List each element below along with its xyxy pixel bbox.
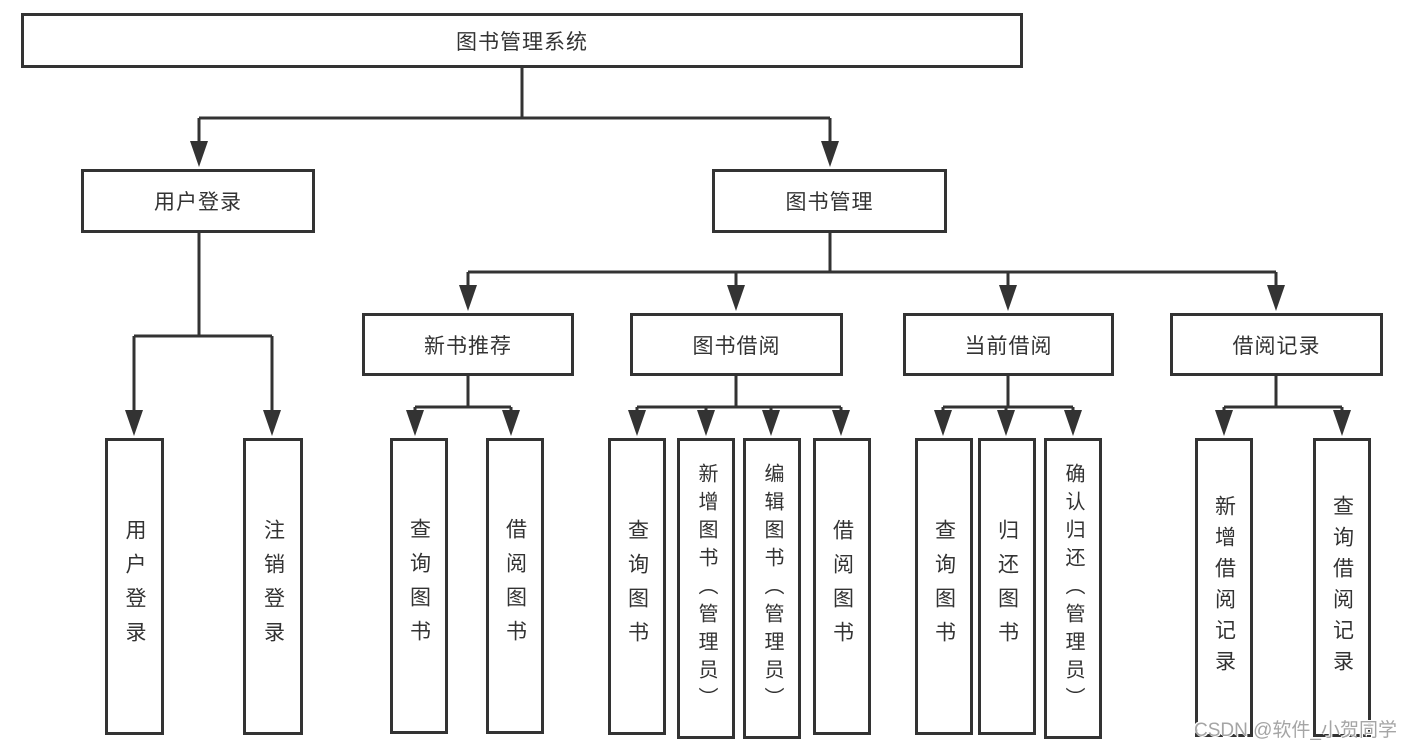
- node-label: 图书管理系统: [456, 30, 588, 54]
- leaf-query-books: 查询图书: [390, 438, 448, 734]
- leaf-return-books: 归还图书: [978, 438, 1036, 735]
- leaf-label: 归还图书: [995, 518, 1019, 655]
- node-current-borrow: 当前借阅: [903, 313, 1114, 376]
- leaf-borrow-books: 借阅图书: [486, 438, 544, 734]
- node-label: 新书推荐: [424, 334, 512, 358]
- leaf-label: 编辑图书（管理员）: [761, 462, 783, 715]
- leaf-label: 用户登录: [123, 518, 146, 655]
- leaf-query-borrow-record: 查询借阅记录: [1313, 438, 1371, 737]
- node-label: 当前借阅: [964, 334, 1053, 358]
- leaf-user-login: 用户登录: [105, 438, 164, 735]
- leaf-query-books: 查询图书: [915, 438, 973, 735]
- leaf-label: 查询图书: [625, 518, 649, 655]
- node-book-management: 图书管理: [712, 169, 947, 233]
- leaf-label: 借阅图书: [830, 518, 854, 655]
- leaf-label: 新增图书（管理员）: [695, 462, 717, 715]
- node-label: 图书管理: [785, 191, 874, 214]
- node-book-borrow: 图书借阅: [630, 313, 843, 376]
- node-user-login: 用户登录: [81, 169, 315, 233]
- csdn-watermark: CSDN @软件_小贺同学: [1194, 720, 1397, 741]
- leaf-label: 查询图书: [407, 518, 431, 654]
- node-library-management-system: 图书管理系统: [21, 13, 1023, 68]
- leaf-label: 新增借阅记录: [1212, 494, 1236, 681]
- leaf-edit-books-admin: 编辑图书（管理员）: [743, 438, 801, 739]
- node-label: 借阅记录: [1232, 334, 1321, 358]
- leaf-label: 借阅图书: [503, 518, 527, 654]
- leaf-confirm-return-admin: 确认归还（管理员）: [1044, 438, 1102, 739]
- leaf-add-books-admin: 新增图书（管理员）: [677, 438, 735, 739]
- leaf-label: 注销登录: [261, 518, 285, 655]
- leaf-label: 查询图书: [932, 518, 956, 655]
- node-borrow-record: 借阅记录: [1170, 313, 1383, 376]
- node-label: 图书借阅: [692, 334, 781, 358]
- leaf-borrow-books: 借阅图书: [813, 438, 871, 735]
- leaf-query-books: 查询图书: [608, 438, 666, 735]
- node-label: 用户登录: [154, 191, 242, 214]
- leaf-label: 查询借阅记录: [1330, 494, 1354, 681]
- leaf-add-borrow-record: 新增借阅记录: [1195, 438, 1253, 737]
- leaf-label: 确认归还（管理员）: [1062, 462, 1084, 715]
- leaf-logout: 注销登录: [243, 438, 303, 735]
- node-new-book-recommend: 新书推荐: [362, 313, 574, 376]
